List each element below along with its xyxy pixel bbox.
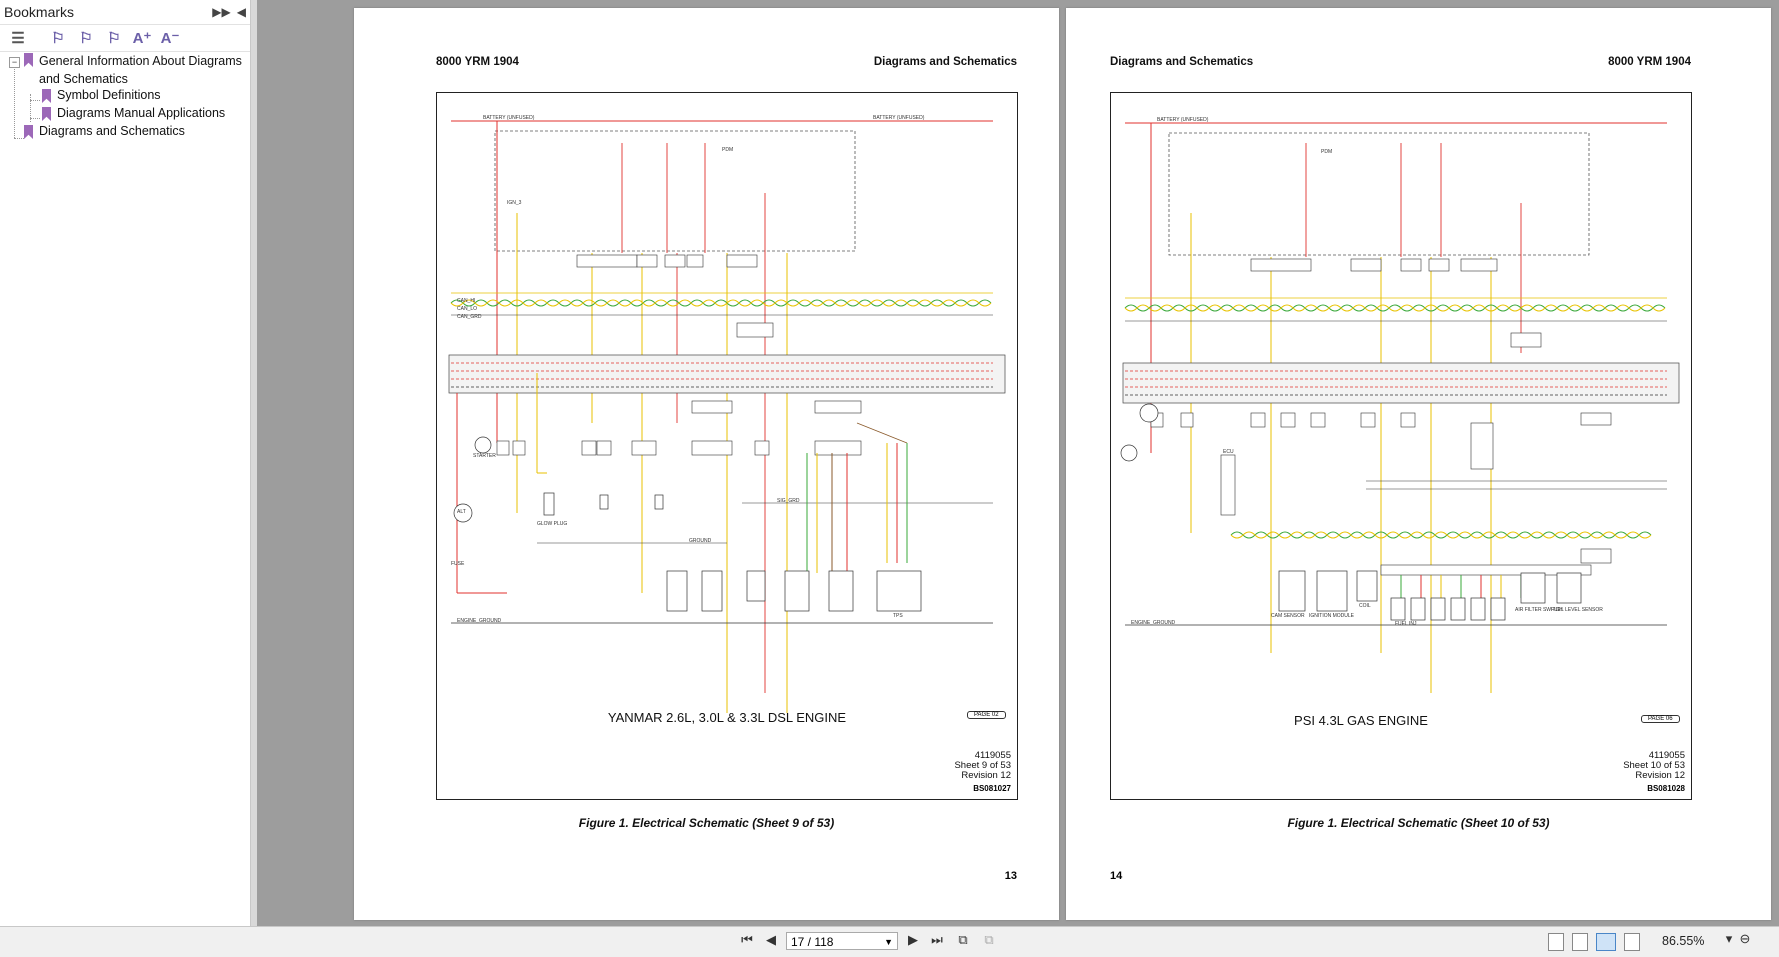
label-battery-unfused: BATTERY (UNFUSED) bbox=[483, 115, 535, 121]
collapse-toggle-icon[interactable]: − bbox=[9, 57, 20, 68]
label-can-grd: CAN_GRD bbox=[457, 314, 482, 320]
document-page-14: Diagrams and Schematics 8000 YRM 1904 bbox=[1066, 8, 1771, 920]
label-engine-ground: ENGINE_GROUND bbox=[1131, 620, 1176, 626]
page-number-value: 17 / 118 bbox=[791, 935, 834, 949]
label-fuse: FUSE bbox=[451, 561, 465, 567]
facing-pages-view-icon[interactable] bbox=[1596, 933, 1616, 951]
zoom-menu-chevron-icon[interactable]: ▾ bbox=[1725, 931, 1733, 946]
electrical-schematic bbox=[448, 120, 1006, 713]
label-can-hi: CAN_HI bbox=[457, 298, 476, 304]
bookmark-tree: − General Information About Diagrams and… bbox=[0, 52, 250, 139]
label-coil: COIL bbox=[1359, 603, 1371, 609]
bookmark-options-icon[interactable]: ☰ bbox=[11, 30, 25, 47]
continuous-facing-view-icon[interactable] bbox=[1624, 933, 1640, 951]
previous-page-icon[interactable]: ◀ bbox=[766, 932, 776, 947]
header-left: Diagrams and Schematics bbox=[1110, 56, 1254, 68]
page-number: 14 bbox=[1110, 870, 1123, 882]
sheet-number: Sheet 9 of 53 bbox=[954, 760, 1011, 771]
drawing-code: BS081028 bbox=[1647, 784, 1685, 793]
navigation-toolbar: ⏮ ◀ 17 / 118 ▼ ▶ ⏭ ⧉ ⧉ 86.55% ▾ ⊖ bbox=[0, 926, 1779, 957]
collapse-panel-icon[interactable]: ◀ bbox=[236, 5, 246, 19]
panel-splitter[interactable] bbox=[251, 0, 257, 926]
chevron-down-icon[interactable]: ▼ bbox=[884, 937, 893, 947]
bookmark-general-info[interactable]: General Information About Diagrams and S… bbox=[24, 52, 242, 88]
bookmark-label-line2: and Schematics bbox=[39, 72, 128, 86]
label-ign3: IGN_3 bbox=[507, 200, 522, 206]
document-page-13: 8000 YRM 1904 Diagrams and Schematics bbox=[354, 8, 1059, 920]
label-pdm: PDM bbox=[722, 147, 734, 153]
revision: Revision 12 bbox=[1635, 770, 1685, 781]
page-ref: PAGE 02 bbox=[967, 711, 1006, 719]
first-page-icon[interactable]: ⏮ bbox=[741, 932, 753, 947]
label-engine-ground: ENGINE_GROUND bbox=[457, 618, 502, 624]
sheet-number: Sheet 10 of 53 bbox=[1623, 760, 1685, 771]
bookmark-symbol-definitions[interactable]: Symbol Definitions bbox=[42, 88, 161, 103]
label-cam-sensor: CAM SENSOR bbox=[1271, 613, 1305, 619]
page-ref: PAGE 06 bbox=[1641, 715, 1680, 723]
label-sig-grd: SIG_GRD bbox=[777, 498, 800, 504]
label-battery-unfused-right: BATTERY (UNFUSED) bbox=[873, 115, 925, 121]
single-page-view-icon[interactable] bbox=[1548, 933, 1564, 951]
sheet-info: 4119055 Sheet 9 of 53 Revision 12 bbox=[954, 751, 1011, 781]
page-number-input[interactable]: 17 / 118 ▼ bbox=[786, 932, 898, 950]
label-ignition-module: IGNITION MODULE bbox=[1309, 613, 1355, 619]
engine-title: PSI 4.3L GAS ENGINE bbox=[1294, 713, 1428, 728]
figure-caption: Figure 1. Electrical Schematic (Sheet 10… bbox=[1287, 816, 1550, 830]
page-number: 13 bbox=[1004, 870, 1017, 882]
engine-title: YANMAR 2.6L, 3.0L & 3.3L DSL ENGINE bbox=[607, 710, 847, 725]
bookmark-label: Diagrams and Schematics bbox=[39, 124, 185, 138]
label-fuel-level: FUEL LEVEL SENSOR bbox=[1551, 607, 1603, 613]
increase-text-size-icon[interactable]: A⁺ bbox=[132, 30, 152, 47]
label-starter: STARTER bbox=[473, 453, 496, 459]
label-battery-unfused: BATTERY (UNFUSED) bbox=[1157, 117, 1209, 123]
label-fuel-inj: FUEL INJ bbox=[1395, 621, 1417, 627]
label-tps: TPS bbox=[893, 613, 903, 619]
label-pdm: PDM bbox=[1321, 149, 1333, 155]
doc-number: 4119055 bbox=[1648, 750, 1685, 761]
bookmarks-header: Bookmarks ▶▶ ◀ bbox=[0, 0, 250, 25]
doc-number: 4119055 bbox=[974, 750, 1011, 761]
bookmark-label: Diagrams Manual Applications bbox=[57, 106, 226, 120]
label-ecu: ECU bbox=[1223, 449, 1234, 455]
zoom-out-icon[interactable]: ⊖ bbox=[1739, 931, 1751, 946]
label-glow-plug: GLOW PLUG bbox=[537, 521, 568, 527]
bookmark-label: Symbol Definitions bbox=[57, 88, 161, 102]
bookmark-properties-icon[interactable]: ⚐ bbox=[107, 30, 121, 47]
next-view-icon[interactable]: ⧉ bbox=[984, 932, 994, 947]
schematic-frame: BATTERY (UNFUSED) PDM ECU CAM SENSOR IGN… bbox=[1110, 92, 1692, 800]
next-page-icon[interactable]: ▶ bbox=[908, 932, 918, 947]
bookmarks-toolbar: ☰ ⚐ ⚐ ⚐ A⁺ A⁻ bbox=[0, 25, 250, 52]
figure-caption: Figure 1. Electrical Schematic (Sheet 9 … bbox=[578, 816, 835, 830]
schematic-frame: BATTERY (UNFUSED) BATTERY (UNFUSED) PDM … bbox=[436, 92, 1018, 800]
label-can-lo: CAN_LO bbox=[457, 306, 478, 312]
header-right: 8000 YRM 1904 bbox=[1608, 56, 1691, 68]
label-ground: GROUND bbox=[689, 538, 712, 544]
bookmark-icon bbox=[42, 89, 51, 103]
header-left: 8000 YRM 1904 bbox=[436, 56, 519, 68]
expand-panel-icon[interactable]: ▶▶ bbox=[212, 5, 231, 19]
electrical-schematic bbox=[1120, 122, 1680, 693]
add-bookmark-icon[interactable]: ⚐ bbox=[51, 30, 65, 47]
bookmark-icon bbox=[24, 125, 33, 139]
bookmarks-title: Bookmarks bbox=[4, 4, 75, 20]
drawing-code: BS081027 bbox=[973, 784, 1011, 793]
bookmark-diagrams-schematics[interactable]: Diagrams and Schematics bbox=[24, 124, 185, 139]
previous-view-icon[interactable]: ⧉ bbox=[958, 932, 968, 947]
label-alt: ALT bbox=[457, 509, 466, 515]
header-right: Diagrams and Schematics bbox=[873, 56, 1017, 68]
last-page-icon[interactable]: ⏭ bbox=[931, 932, 943, 947]
zoom-level[interactable]: 86.55% bbox=[1662, 934, 1705, 948]
label-air-filter: AIR FILTER SWITCH bbox=[1515, 607, 1563, 613]
revision: Revision 12 bbox=[961, 770, 1011, 781]
bookmark-diagrams-manual[interactable]: Diagrams Manual Applications bbox=[42, 106, 225, 121]
bookmark-icon bbox=[42, 107, 51, 121]
decrease-text-size-icon[interactable]: A⁻ bbox=[160, 30, 180, 47]
delete-bookmark-icon[interactable]: ⚐ bbox=[79, 30, 93, 47]
continuous-view-icon[interactable] bbox=[1572, 933, 1588, 951]
bookmark-label: General Information About Diagrams bbox=[39, 54, 242, 68]
bookmarks-panel: Bookmarks ▶▶ ◀ ☰ ⚐ ⚐ ⚐ A⁺ A⁻ − General I… bbox=[0, 0, 251, 926]
bookmark-icon bbox=[24, 53, 33, 67]
sheet-info: 4119055 Sheet 10 of 53 Revision 12 bbox=[1623, 751, 1685, 781]
